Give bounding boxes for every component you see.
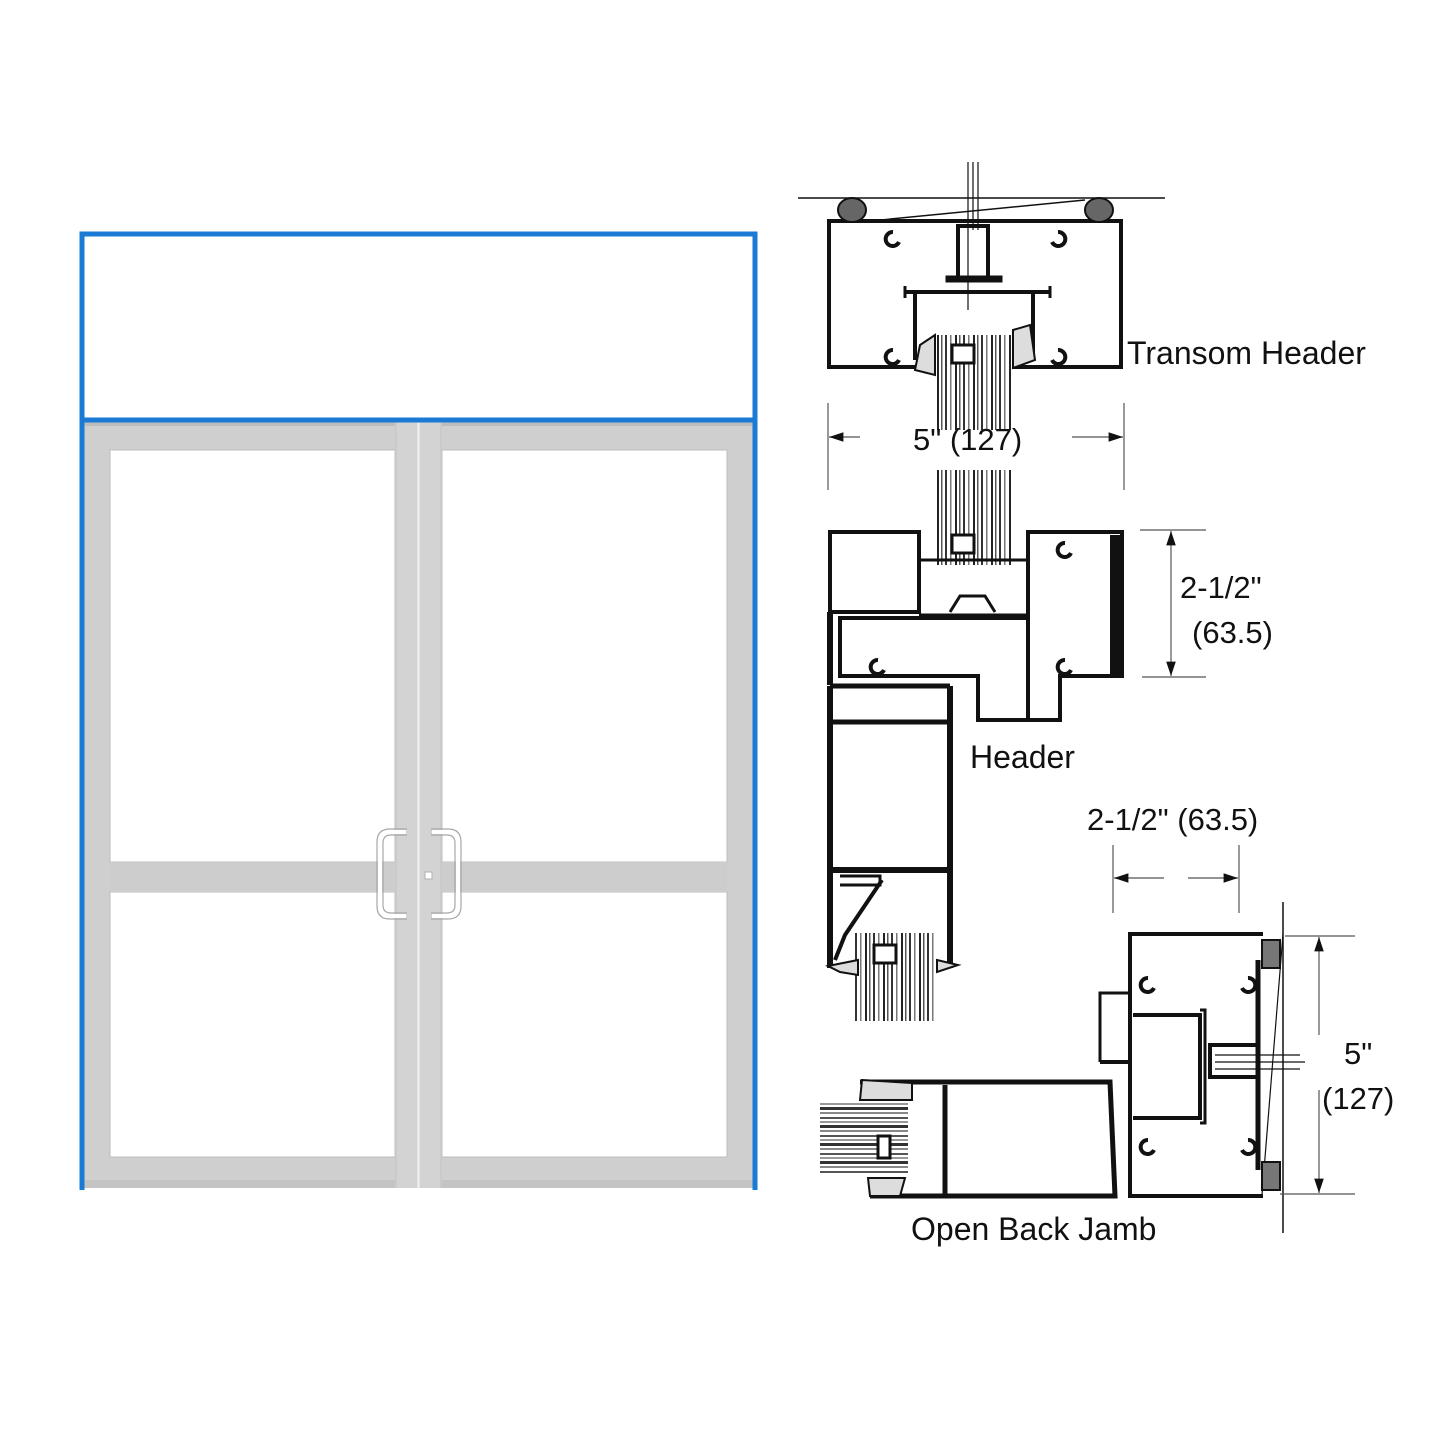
door-bottom-rail-section xyxy=(824,874,962,1021)
open-back-jamb-section xyxy=(820,902,1305,1233)
header-height-dimension-label-line1: 2-1/2" xyxy=(1180,570,1262,605)
header-height-dimension xyxy=(1140,529,1206,678)
door-elevation xyxy=(79,231,758,1190)
header-label: Header xyxy=(970,739,1075,775)
right-door-upper-glass xyxy=(441,449,728,863)
transom-glass xyxy=(84,236,753,418)
header-height-dimension-label-line2: (63.5) xyxy=(1192,615,1273,650)
lock-cylinder xyxy=(424,871,433,880)
door-pull-handles xyxy=(378,830,460,918)
left-door-upper-glass xyxy=(109,449,396,863)
open-back-jamb-label: Open Back Jamb xyxy=(911,1211,1157,1247)
jamb-height-dimension-label-line1: 5" xyxy=(1344,1036,1373,1071)
left-door-lower-glass xyxy=(109,891,396,1158)
transom-header-label: Transom Header xyxy=(1127,335,1366,371)
jamb-width-dimension-label: 2-1/2" (63.5) xyxy=(1087,802,1259,837)
jamb-width-dimension xyxy=(1112,845,1240,913)
transom-header-section xyxy=(798,162,1165,410)
jamb-height-dimension-label-line2: (127) xyxy=(1322,1081,1395,1116)
jamb-height-dimension xyxy=(1280,935,1355,1195)
door-elevation-drawing xyxy=(79,231,758,1190)
transom-width-dimension-label: 5" (127) xyxy=(913,422,1023,457)
header-section xyxy=(827,505,1124,968)
blue-frame xyxy=(79,231,758,1190)
transom-width-dimension xyxy=(827,403,1125,490)
